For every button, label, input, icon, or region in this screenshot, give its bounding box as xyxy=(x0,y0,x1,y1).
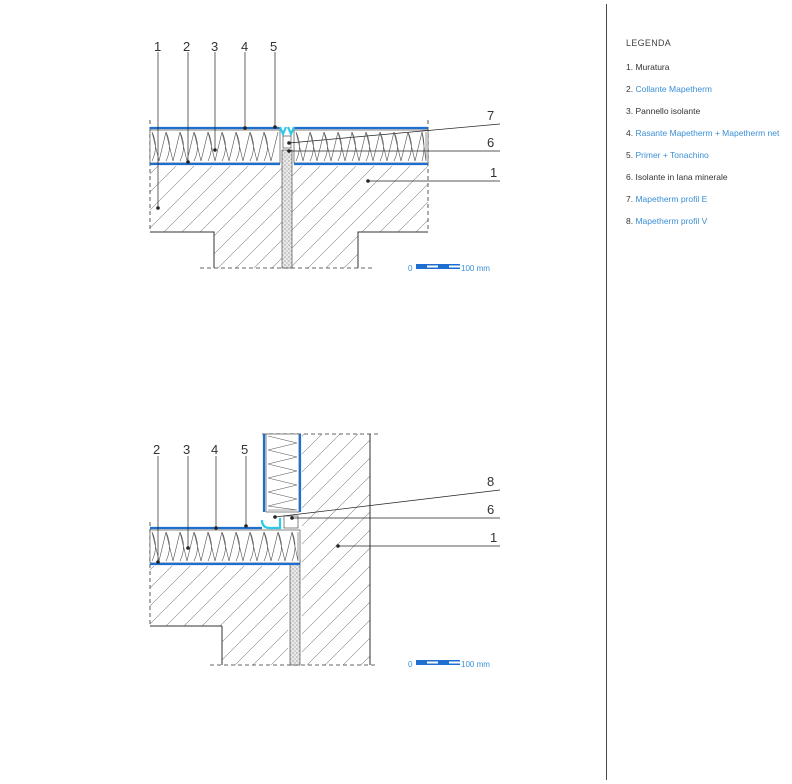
vertical-divider xyxy=(606,4,607,780)
callout-bottom-right-6: 6 xyxy=(487,502,494,517)
insulation-right-top xyxy=(293,129,429,164)
callout-top-3: 3 xyxy=(211,39,218,54)
callout-right-1: 1 xyxy=(490,165,497,180)
callout-bottom-3: 3 xyxy=(183,442,190,457)
legend-panel: LEGENDA 1. Muratura 2. Collante Mapether… xyxy=(626,38,792,238)
legend-item-8: 8. Mapetherm profil V xyxy=(626,216,708,226)
legend-item-6: 6. Isolante in lana minerale xyxy=(626,172,728,182)
profile-v-bottom xyxy=(260,518,282,530)
scale-start: 0 xyxy=(408,660,413,669)
callout-bottom-2: 2 xyxy=(153,442,160,457)
masonry-bottom xyxy=(150,566,288,665)
mineral-wool-top xyxy=(281,149,293,269)
insulation-vertical-bottom xyxy=(265,433,300,513)
callout-top-4: 4 xyxy=(241,39,248,54)
callout-top-2: 2 xyxy=(183,39,190,54)
insulation-wave-pattern xyxy=(151,131,427,562)
scale-start: 0 xyxy=(408,264,413,273)
insulation-wave xyxy=(151,531,299,562)
legend-item-7: 7. Mapetherm profil E xyxy=(626,194,708,204)
insulation-wave xyxy=(267,435,298,511)
insulation-wave xyxy=(151,131,279,162)
callout-bottom-5: 5 xyxy=(241,442,248,457)
callout-top-5: 5 xyxy=(270,39,277,54)
callout-bottom-right-1: 1 xyxy=(490,530,497,545)
legend-item-1: 1. Muratura xyxy=(626,62,670,72)
detail-bottom: 2 3 4 5 8 6 1 0 100 mm xyxy=(149,433,501,669)
legend-item-5: 5. Primer + Tonachino xyxy=(626,150,709,160)
legend-item-3: 3. Pannello isolante xyxy=(626,106,701,116)
callout-right-7: 7 xyxy=(487,108,494,123)
legend-list: 1. Muratura 2. Collante Mapetherm 3. Pan… xyxy=(626,62,792,226)
legend-title: LEGENDA xyxy=(626,38,672,48)
callout-right-6: 6 xyxy=(487,135,494,150)
insulation-wave xyxy=(295,131,427,162)
profile-e-top xyxy=(278,126,296,137)
scale-bar-top: 0 100 mm xyxy=(408,264,490,273)
masonry-wall-bottom xyxy=(302,434,370,665)
legend-item-2: 2. Collante Mapetherm xyxy=(626,84,713,94)
legend-item-4: 4. Rasante Mapetherm + Mapetherm net xyxy=(626,128,780,138)
callout-bottom-right-8: 8 xyxy=(487,474,494,489)
scale-end: 100 mm xyxy=(461,264,490,273)
mineral-wool-bottom xyxy=(289,559,301,666)
insulation-horizontal-bottom xyxy=(149,529,301,564)
scale-end: 100 mm xyxy=(461,660,490,669)
callout-bottom-4: 4 xyxy=(211,442,218,457)
scale-bar-bottom: 0 100 mm xyxy=(408,660,490,669)
callout-top-1: 1 xyxy=(154,39,161,54)
